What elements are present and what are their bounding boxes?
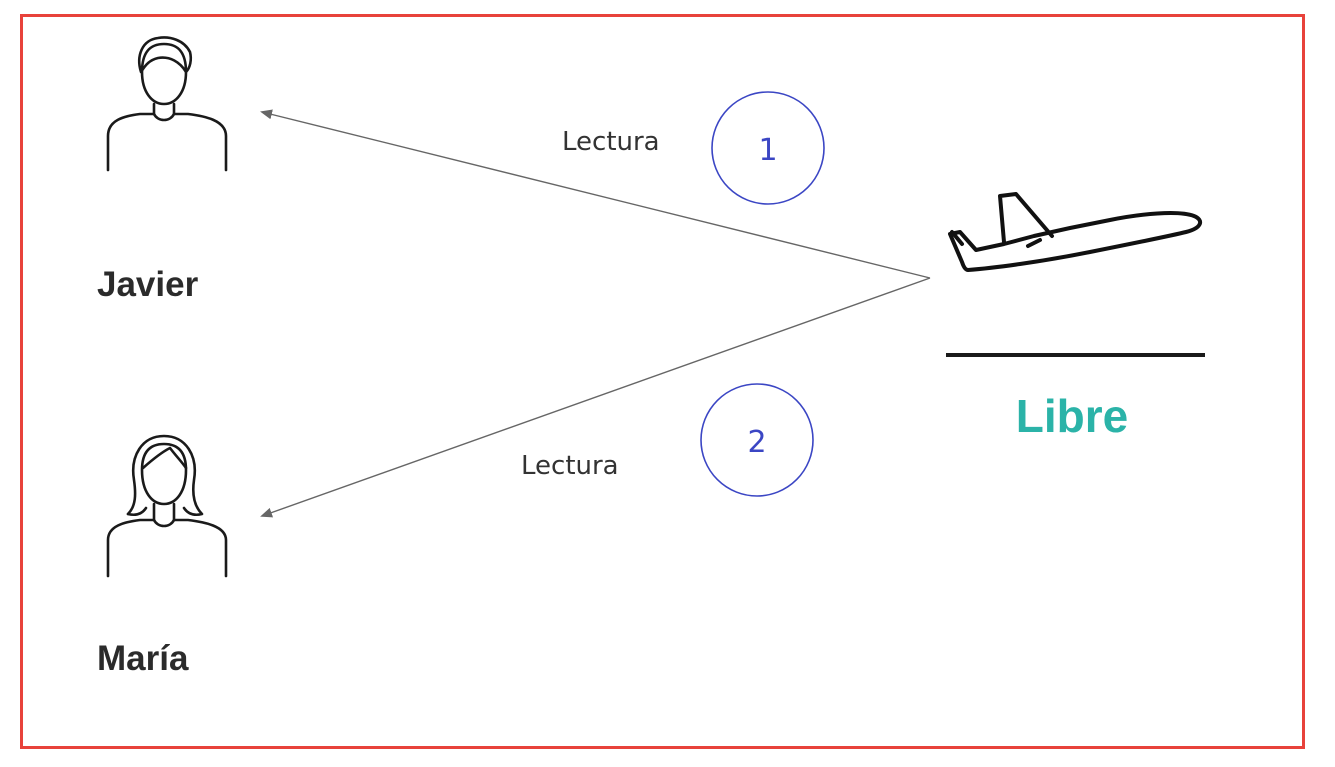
person-name-maria: María (97, 639, 189, 678)
read-arrow-maria (260, 277, 931, 518)
male-user-icon (106, 36, 228, 172)
status-label: Libre (1016, 390, 1128, 442)
person-name-javier: Javier (97, 265, 199, 304)
step-number-2: 2 (747, 425, 766, 460)
female-user-icon (106, 434, 228, 578)
edge-label-2: Lectura (521, 451, 619, 481)
step-number-1: 1 (758, 133, 777, 168)
airplane-icon (948, 192, 1203, 272)
edge-label-1: Lectura (562, 127, 660, 157)
step-badge-2: 2 (700, 383, 814, 497)
step-badge-1: 1 (711, 91, 825, 205)
read-arrow-javier (260, 109, 931, 279)
diagram-frame (20, 14, 1305, 749)
